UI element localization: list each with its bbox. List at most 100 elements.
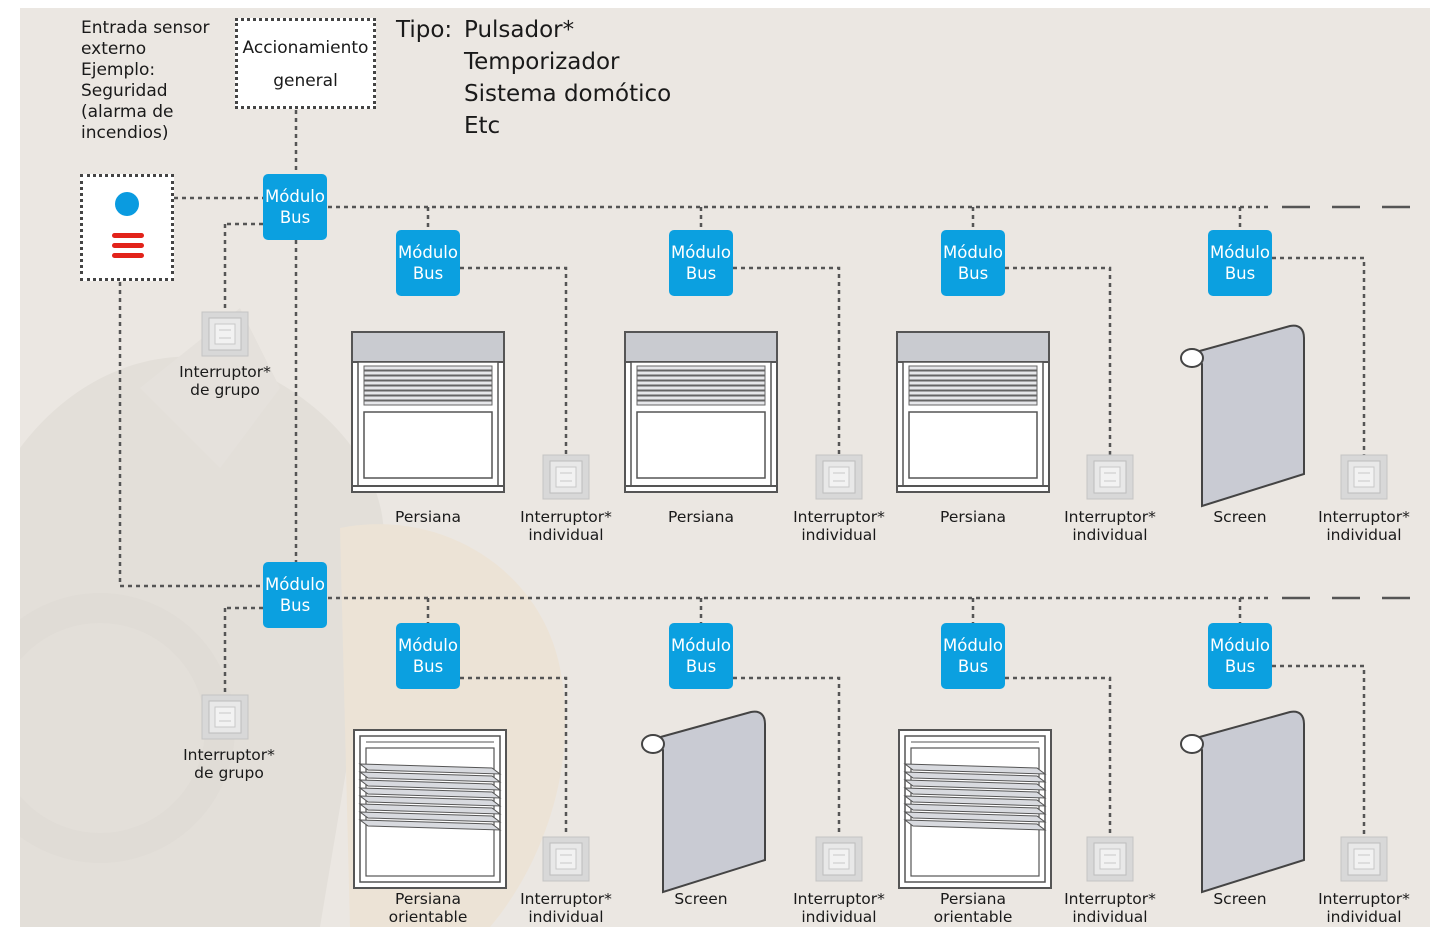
individual-switch-line1: Interruptor*: [793, 508, 885, 526]
persiana-icon: [350, 324, 506, 496]
module-label-line1: Módulo: [943, 243, 1003, 262]
individual-switch-line2: individual: [528, 526, 604, 544]
individual-switch-line2: individual: [801, 526, 877, 544]
individual-switch-icon: [815, 836, 863, 882]
individual-switch-icon: [542, 454, 590, 500]
individual-switch-label: Interruptor*individual: [1294, 508, 1430, 544]
device-label-line1: Screen: [1213, 508, 1267, 526]
sensor-input-label: Entrada sensor externo Ejemplo: Segurida…: [81, 18, 210, 144]
module-label-line1: Módulo: [265, 187, 325, 206]
tipo-item: Etc: [464, 113, 501, 139]
module-label-line2: Bus: [685, 264, 717, 283]
individual-switch-line2: individual: [1326, 526, 1402, 544]
orientable-icon: [897, 728, 1053, 900]
screen-icon: [1178, 324, 1308, 510]
individual-switch-line2: individual: [801, 908, 877, 926]
sensor-line: Ejemplo:: [81, 60, 156, 80]
persiana-icon: [623, 324, 779, 496]
screen-icon: [639, 710, 769, 896]
module-label-line2: Bus: [279, 208, 311, 227]
module-label-line2: Bus: [957, 264, 989, 283]
module-label-line2: Bus: [1224, 264, 1256, 283]
individual-switch-icon: [815, 454, 863, 500]
individual-switch-label: Interruptor*individual: [1294, 890, 1430, 926]
individual-switch-label: Interruptor*individual: [769, 890, 909, 926]
device-label-line1: Persiana: [395, 890, 461, 908]
persiana-label: Persiana: [893, 508, 1053, 526]
device-label-line1: Persiana: [668, 508, 734, 526]
tipo-item: Temporizador: [464, 49, 620, 75]
group-switch-line1: Interruptor*: [179, 363, 271, 381]
general-control-box: Accionamiento general: [235, 18, 376, 109]
screen-label: Screen: [621, 890, 781, 908]
orientable-icon: [352, 728, 508, 900]
persiana-label: Persiana: [621, 508, 781, 526]
individual-switch-icon: [1340, 836, 1388, 882]
device-label-line1: Persiana: [395, 508, 461, 526]
individual-switch-line1: Interruptor*: [1064, 508, 1156, 526]
module-label-line1: Módulo: [671, 636, 731, 655]
individual-switch-line2: individual: [1326, 908, 1402, 926]
individual-switch-line1: Interruptor*: [1318, 890, 1410, 908]
sensor-line: (alarma de: [81, 102, 174, 122]
module-label-line1: Módulo: [671, 243, 731, 262]
device-label-line2: orientable: [933, 908, 1013, 926]
screen-label: Screen: [1160, 890, 1320, 908]
individual-switch-icon: [1340, 454, 1388, 500]
module-label-line2: Bus: [412, 657, 444, 676]
individual-switch-label: Interruptor*individual: [1040, 508, 1180, 544]
sensor-line: Entrada sensor: [81, 18, 210, 38]
module-label-line1: Módulo: [398, 243, 458, 262]
bus-module-main-2: Módulo Bus: [263, 562, 327, 628]
group-switch-icon: [201, 694, 249, 740]
fire-alarm-sensor: [80, 174, 174, 281]
group-switch-line2: de grupo: [194, 764, 264, 782]
module-label-line1: Módulo: [398, 636, 458, 655]
device-label-line1: Screen: [1213, 890, 1267, 908]
persiana-label: Persiana: [348, 508, 508, 526]
tipo-item: Pulsador*: [464, 17, 575, 43]
module-label-line2: Bus: [685, 657, 717, 676]
screen-label: Screen: [1160, 508, 1320, 526]
device-label-line1: Persiana: [940, 890, 1006, 908]
tipo-label: Tipo:: [396, 17, 453, 43]
persiana-icon: [895, 324, 1051, 496]
module-label-line1: Módulo: [1210, 636, 1270, 655]
individual-switch-label: Interruptor*individual: [769, 508, 909, 544]
sensor-line: Seguridad: [81, 81, 168, 101]
individual-switch-line2: individual: [1072, 908, 1148, 926]
module-label-line2: Bus: [279, 596, 311, 615]
individual-switch-line2: individual: [528, 908, 604, 926]
individual-switch-line1: Interruptor*: [793, 890, 885, 908]
screen-icon: [1178, 710, 1308, 896]
individual-switch-icon: [1086, 454, 1134, 500]
group-switch-icon: [201, 311, 249, 357]
individual-switch-icon: [542, 836, 590, 882]
module-label-line1: Módulo: [1210, 243, 1270, 262]
device-label-line2: orientable: [388, 908, 468, 926]
device-label-line1: Screen: [674, 890, 728, 908]
individual-switch-label: Interruptor*individual: [496, 508, 636, 544]
bus-module-main-1: Módulo Bus: [263, 174, 327, 240]
individual-switch-line1: Interruptor*: [520, 890, 612, 908]
module-label-line2: Bus: [1224, 657, 1256, 676]
sensor-line: externo: [81, 39, 147, 59]
module-label-line2: Bus: [957, 657, 989, 676]
sensor-line: incendios): [81, 123, 169, 143]
individual-switch-line1: Interruptor*: [1064, 890, 1156, 908]
individual-switch-line1: Interruptor*: [1318, 508, 1410, 526]
individual-switch-line1: Interruptor*: [520, 508, 612, 526]
module-label-line1: Módulo: [943, 636, 1003, 655]
individual-switch-label: Interruptor*individual: [1040, 890, 1180, 926]
group-switch-label: Interruptor* de grupo: [162, 746, 296, 782]
